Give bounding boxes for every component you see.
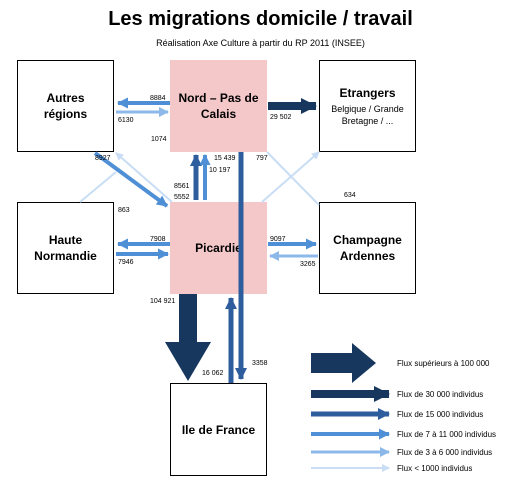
diagram-subtitle: Réalisation Axe Culture à partir du RP 2… <box>156 38 365 48</box>
flow-value-nord-autres: 8884 <box>150 95 166 102</box>
legend-arrow-1 <box>311 343 376 383</box>
region-haute-normandie: Haute Normandie <box>17 202 114 294</box>
legend-label-3: Flux de 15 000 individus <box>397 410 484 419</box>
region-nord-label: Nord – Pas de Calais <box>178 91 259 121</box>
region-picardie-label: Picardie <box>195 241 242 255</box>
legend-label-2: Flux de 30 000 individus <box>397 390 484 399</box>
flow-arrow-etrangers-picardie <box>266 151 320 206</box>
flow-value-picardie-nord-2: 10 197 <box>209 167 231 174</box>
flow-value-picardie-champagne: 9097 <box>270 236 286 243</box>
flow-value-nord-idf: 3358 <box>252 360 268 367</box>
flow-value-autres-nord: 6130 <box>118 117 134 124</box>
flow-value-nord-picardie-1: 8561 <box>174 183 190 190</box>
flow-value-haute-picardie: 7946 <box>118 259 134 266</box>
flow-arrow-haute-autres <box>79 171 117 203</box>
legend-label-1: Flux supérieurs à 100 000 <box>397 359 490 368</box>
region-etrangers-sub: Belgique / Grande Bretagne / ... <box>331 104 404 126</box>
flow-arrow-autres-picardie <box>93 151 169 208</box>
region-etrangers-label: Etrangers <box>339 86 396 100</box>
flow-value-nord-picardie-2: 5552 <box>174 194 190 201</box>
flow-value-idf-picardie: 16 062 <box>202 370 224 377</box>
flow-arrow-picardie-autres <box>115 152 173 203</box>
legend-label-5: Flux de 3 à 6 000 individus <box>397 448 493 457</box>
region-picardie: Picardie <box>170 202 267 294</box>
region-idf-label: Ile de France <box>181 422 256 437</box>
legend-label-4: Flux de 7 à 11 000 individus <box>397 430 497 439</box>
flow-value-picardie-idf: 104 921 <box>150 298 175 305</box>
region-champagne-ardennes: Champagne Ardennes <box>319 202 416 294</box>
region-ile-de-france: Ile de France <box>170 383 267 476</box>
flow-value-picardie-etrangers: 797 <box>256 155 268 162</box>
flow-value-picardie-autres: 1074 <box>151 136 167 143</box>
region-etrangers: Etrangers Belgique / Grande Bretagne / .… <box>319 60 416 152</box>
flow-value-champagne-picardie: 3265 <box>300 261 316 268</box>
legend-label-6: Flux < 1000 individus <box>397 464 473 473</box>
region-champagne-label: Champagne Ardennes <box>333 233 402 263</box>
flow-value-picardie-nord-1: 15 439 <box>214 155 236 162</box>
flow-value-picardie-haute: 7908 <box>150 236 166 243</box>
flow-arrow-picardie-idf <box>165 294 211 381</box>
flow-value-etrangers-picardie: 634 <box>344 192 356 199</box>
flow-value-nord-etrangers: 29 502 <box>270 114 292 121</box>
region-autres-label: Autres régions <box>43 91 88 121</box>
region-autres-regions: Autres régions <box>17 60 114 152</box>
flow-value-haute-autres: 863 <box>118 207 130 214</box>
region-haute-label: Haute Normandie <box>34 233 97 263</box>
flow-value-autres-picardie: 8927 <box>95 155 111 162</box>
diagram-title: Les migrations domicile / travail <box>108 8 413 30</box>
region-nord-pas-de-calais: Nord – Pas de Calais <box>170 60 267 152</box>
